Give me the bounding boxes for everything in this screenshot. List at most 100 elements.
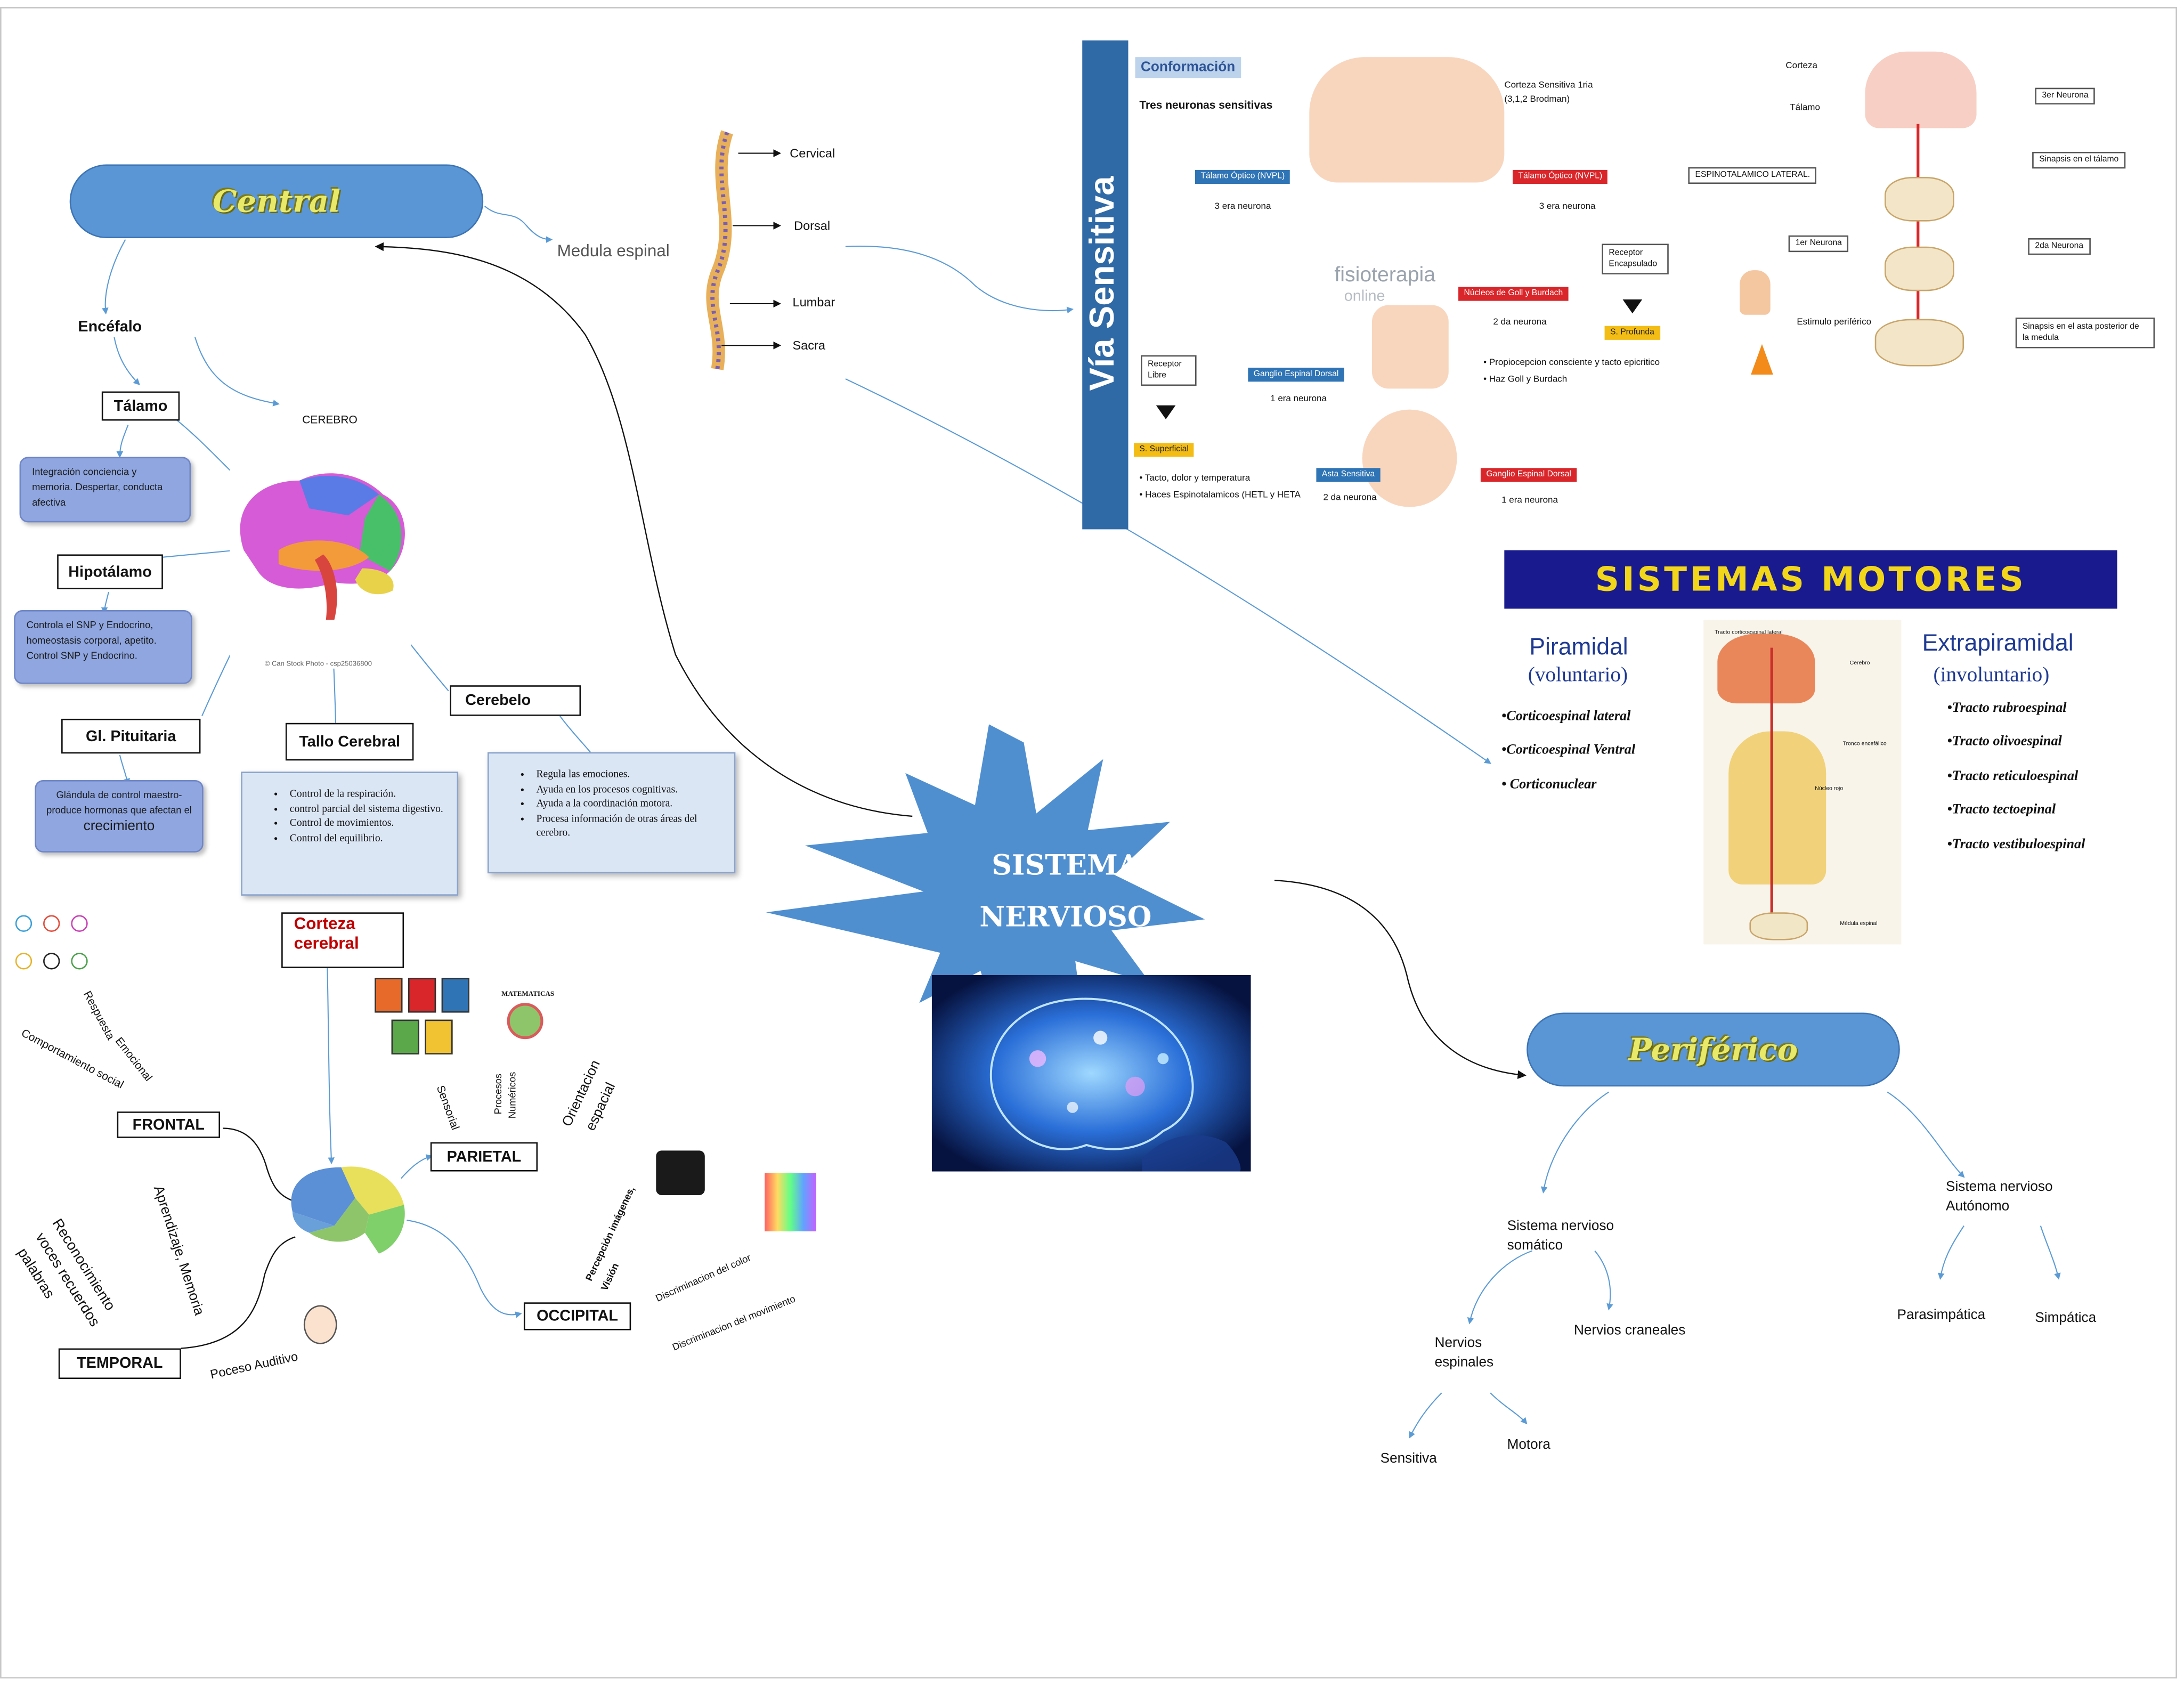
tallo-item: Control de la respiración. xyxy=(290,787,446,801)
sinapsis-asta-label: Sinapsis en el asta posterior de la medu… xyxy=(2015,318,2155,348)
fire-icon xyxy=(1751,344,1773,375)
cerebelo-item: Regula las emociones. xyxy=(536,767,722,782)
haz-text: Haz Goll y Burdach xyxy=(1489,375,1568,385)
extrapiramidal-label: Extrapiramidal xyxy=(1922,629,2074,656)
tallo-cerebral-box[interactable]: Tallo Cerebral xyxy=(285,723,414,761)
craneales-label: Nervios craneales xyxy=(1574,1323,1686,1339)
temporal-box[interactable]: TEMPORAL xyxy=(58,1348,181,1379)
hipotalamo-box[interactable]: Hipotálamo xyxy=(57,554,163,589)
somatico-label: Sistema nervioso somático xyxy=(1507,1218,1614,1256)
page-frame xyxy=(0,7,2177,1679)
sad-face-icon xyxy=(43,915,60,932)
occipital-box[interactable]: OCCIPITAL xyxy=(523,1302,631,1330)
motor-img-label: Cerebro xyxy=(1849,659,1870,666)
temporal-label: TEMPORAL xyxy=(77,1355,163,1372)
medulla-shape xyxy=(1371,305,1449,389)
autonomo-line-2: Autónomo xyxy=(1946,1199,2010,1215)
espino-section xyxy=(1874,319,1964,367)
angry-face-icon xyxy=(43,953,60,970)
corteza-sensitiva-label: Corteza Sensitiva 1ria (3,1,2 Brodman) xyxy=(1504,80,1593,105)
haces-text: Haces Espinotalamicos (HETL y HETA xyxy=(1145,490,1301,500)
via-sensitiva-diagram: Conformación Tres neuronas sensitivas Co… xyxy=(1128,40,1686,530)
cerebelo-item: Procesa información de otras áreas del c… xyxy=(536,811,722,841)
haces-label: • Haces Espinotalamicos (HETL y HETA xyxy=(1139,490,1301,500)
watermark-text: fisioterapia xyxy=(1334,263,1436,287)
tacto-text: Tacto, dolor y temperatura xyxy=(1144,473,1251,484)
segunda-neurona-espino-label: 2da Neurona xyxy=(2028,238,2091,255)
down-arrow-icon xyxy=(1622,299,1643,314)
propiocepcion-text: Propiocepcion consciente y tacto epicrit… xyxy=(1489,358,1660,368)
tallo-cerebral-note: Control de la respiración. control parci… xyxy=(241,772,459,896)
receptor-encapsulado-label: Receptor Encapsulado xyxy=(1602,244,1669,274)
somatico-line-1: Sistema nervioso xyxy=(1507,1219,1614,1235)
corteza-label-1: Corteza xyxy=(294,913,355,934)
sense-icon xyxy=(408,978,436,1013)
hipotalamo-label: Hipotálamo xyxy=(68,563,152,580)
cerebelo-label: Cerebelo xyxy=(465,692,531,709)
motor-tract-illustration: Tracto corticoespinal lateral Cerebro Tr… xyxy=(1703,620,1902,945)
espino-section xyxy=(1885,177,1954,222)
cerebelo-item: Ayuda a la coordinación motora. xyxy=(536,797,722,811)
spine-dorsal-label: Dorsal xyxy=(794,218,831,233)
pituitaria-label: Gl. Pituitaria xyxy=(86,727,176,745)
sense-icon xyxy=(425,1019,453,1054)
corteza-cerebral-box[interactable]: Corteza cerebral xyxy=(281,912,404,968)
corteza-label-2: cerebral xyxy=(294,933,359,953)
central-node[interactable]: Central xyxy=(69,164,484,239)
tallo-cerebral-label: Tallo Cerebral xyxy=(299,733,400,750)
procesos-label-1: Procesos xyxy=(494,1074,505,1115)
motor-img-label: Núcleo rojo xyxy=(1815,784,1844,791)
black-connectors xyxy=(181,242,1527,1349)
piramidal-item: •Corticoespinal lateral xyxy=(1501,709,1631,725)
spine-illustration xyxy=(706,130,782,370)
motor-cord-section xyxy=(1749,912,1808,940)
sense-icon xyxy=(375,978,403,1013)
tercera-neurona-right: 3 era neurona xyxy=(1539,202,1596,212)
pituitaria-note-text: Glándula de control maestro- produce hor… xyxy=(46,791,192,816)
asta-tag: Asta Sensitiva xyxy=(1316,468,1381,482)
goll-tag: Núcleos de Goll y Burdach xyxy=(1458,287,1569,301)
talamo-tag-right: Tálamo Óptico (NVPL) xyxy=(1513,169,1608,184)
medula-espinal-label: Medula espinal xyxy=(557,241,670,261)
title-line-1: SISTEMA xyxy=(992,848,1140,882)
glowing-brain-shapes xyxy=(989,997,1241,1172)
sistemas-motores-banner: SISTEMAS MOTORES xyxy=(1504,550,2117,609)
happy-face-icon xyxy=(15,915,33,932)
math-icon xyxy=(507,1003,543,1040)
tallo-item: control parcial del sistema digestivo. xyxy=(290,801,446,816)
espino-section xyxy=(1885,246,1954,291)
spine-lumbar-label: Lumbar xyxy=(792,295,835,310)
primera-neurona-left: 1 era neurona xyxy=(1270,394,1327,404)
vision-head-icon xyxy=(656,1150,705,1195)
voluntario-label: (voluntario) xyxy=(1528,664,1628,687)
espino-corteza-label: Corteza xyxy=(1785,61,1817,71)
espino-tract-line xyxy=(1917,124,1920,347)
color-spectrum-icon xyxy=(765,1173,816,1231)
pituitaria-note-emphasis: crecimiento xyxy=(83,819,155,834)
periferico-node[interactable]: Periférico xyxy=(1527,1012,1900,1087)
frontal-box[interactable]: FRONTAL xyxy=(117,1111,221,1138)
extrapiramidal-item: •Tracto vestibuloespinal xyxy=(1947,837,2085,853)
motor-img-label: Tronco encefálico xyxy=(1842,740,1887,747)
pituitaria-box[interactable]: Gl. Pituitaria xyxy=(61,718,201,754)
brain-credit: © Can Stock Photo - csp25036800 xyxy=(265,660,372,668)
parietal-box[interactable]: PARIETAL xyxy=(430,1142,538,1172)
procesos-label-2: Numéricos xyxy=(508,1072,518,1119)
talamo-note: Integración conciencia y memoria. Desper… xyxy=(19,457,191,523)
piramidal-item: • Corticonuclear xyxy=(1501,777,1597,793)
simpatica-label: Simpática xyxy=(2035,1310,2097,1326)
matematicas-label: MATEMATICAS xyxy=(501,992,555,999)
conformacion-label: Conformación xyxy=(1135,57,1241,78)
talamo-box[interactable]: Tálamo xyxy=(101,391,180,421)
cerebelo-item: Ayuda en los procesos cognitivas. xyxy=(536,782,722,797)
ganglio-tag-left: Ganglio Espinal Dorsal xyxy=(1248,368,1344,382)
profunda-tag: S. Profunda xyxy=(1604,326,1660,340)
espino-brain-shape xyxy=(1865,51,1977,128)
cerebelo-box[interactable]: Cerebelo xyxy=(450,685,581,716)
sinapsis-talamo-label: Sinapsis en el tálamo xyxy=(2032,151,2126,169)
encefalo-label: Encéfalo xyxy=(78,319,142,336)
espinales-label: Nervios espinales xyxy=(1435,1334,1493,1373)
tres-neuronas-label: Tres neuronas sensitivas xyxy=(1139,99,1273,112)
watermark-text-2: online xyxy=(1344,288,1385,305)
